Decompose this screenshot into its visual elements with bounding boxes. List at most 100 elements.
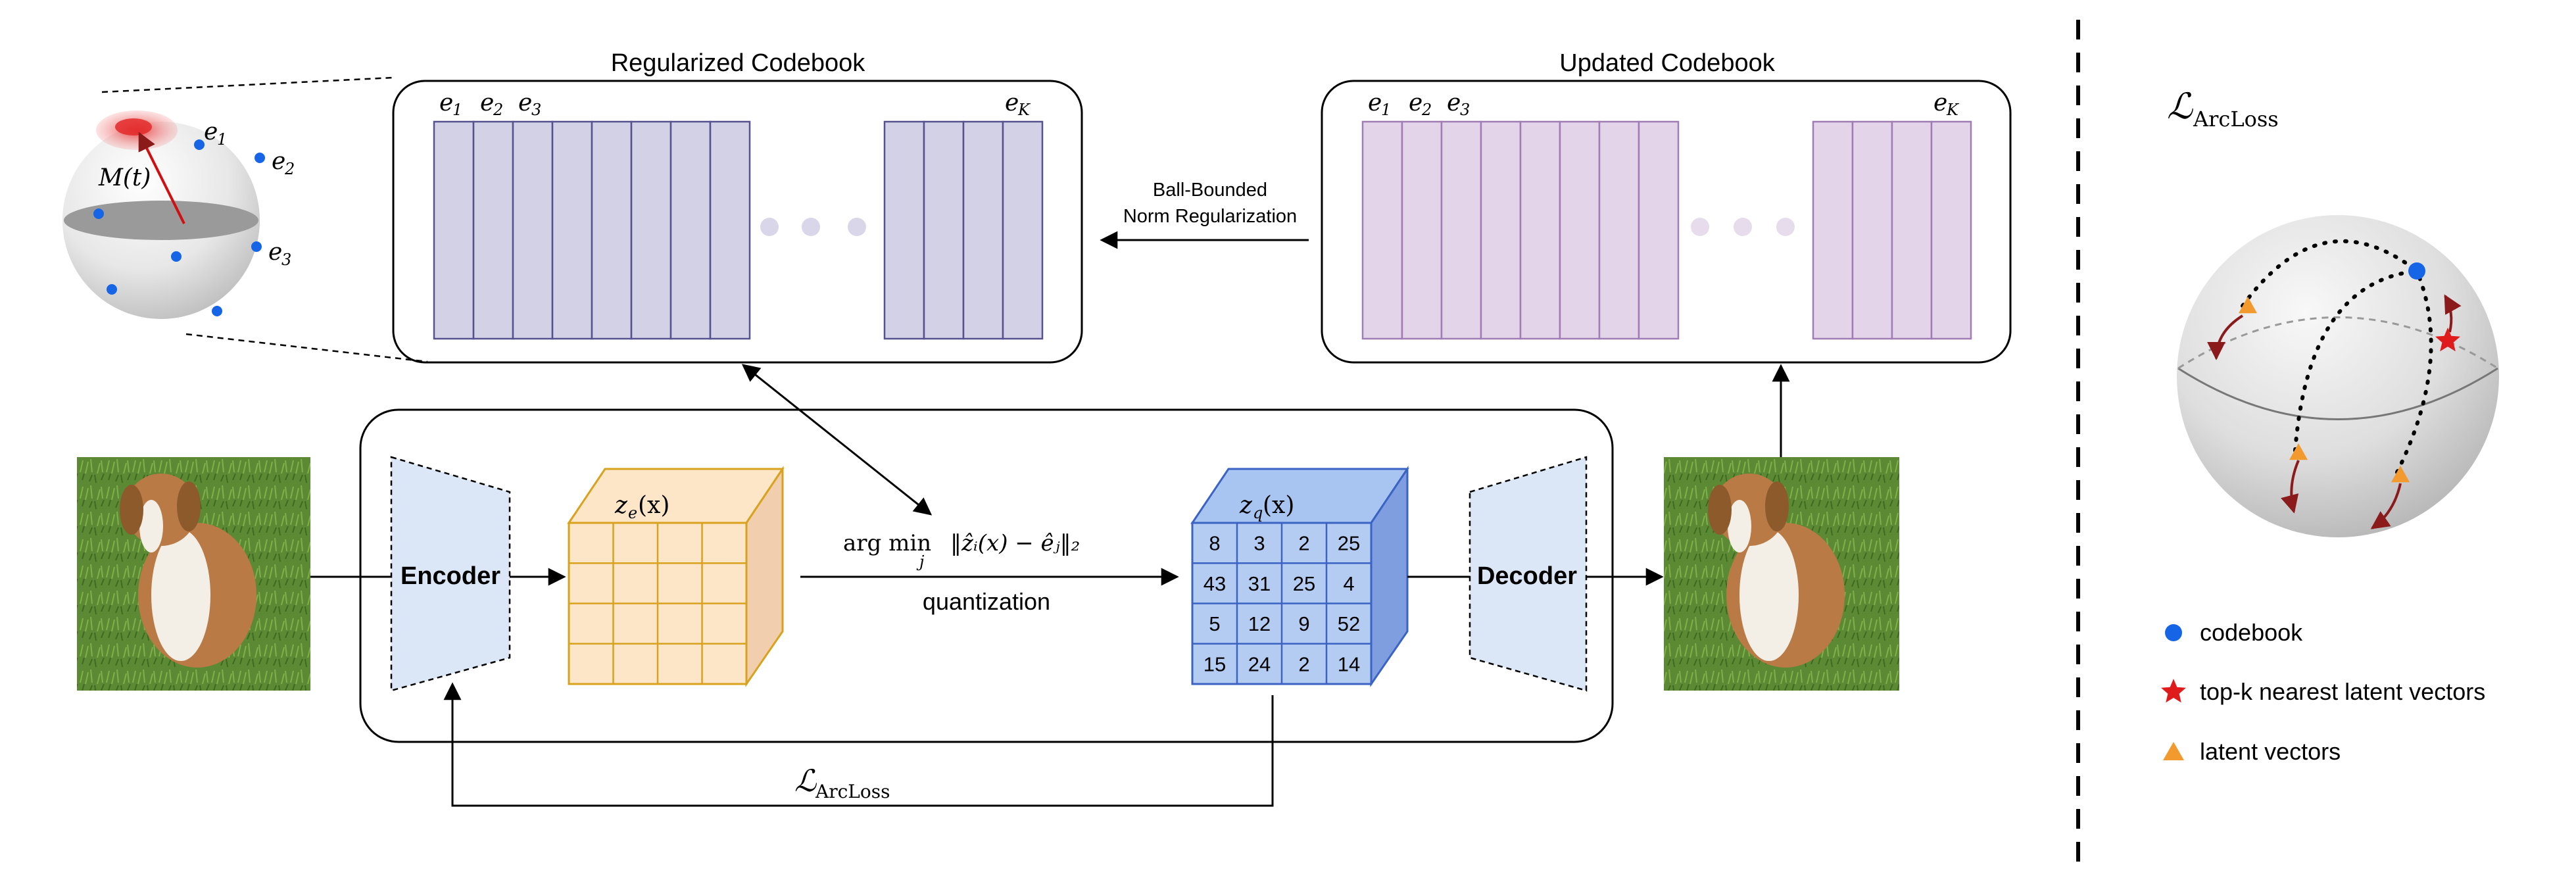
zq-cell-value: 25 (1293, 572, 1315, 595)
e1-label: e (204, 118, 218, 145)
legend-triangle-marker (2163, 742, 2184, 760)
ze-label-arg: (x) (638, 492, 669, 519)
sphere-point (171, 251, 182, 262)
sphere-point (212, 306, 222, 316)
cb-left-ek-sub: K (1017, 101, 1031, 119)
latent-vector-marker (2239, 297, 2257, 314)
codebook-entry (1891, 120, 1933, 340)
cb-right-e3-sub: 3 (1460, 101, 1470, 119)
sphere-point (93, 208, 104, 219)
zq-cell-value: 2 (1298, 532, 1309, 555)
sphere-front-equator (2177, 367, 2498, 420)
updated-codebook-title: Updated Codebook (1559, 49, 1775, 77)
codebook-entry (1002, 120, 1044, 340)
cb-right-e3: e (1447, 89, 1461, 116)
ze-top-face (567, 468, 785, 524)
cb-left-e1: e (439, 89, 453, 116)
geodesic-path (2293, 269, 2419, 452)
ellipsis-dot (848, 218, 866, 236)
decoder-label: Decoder (1477, 562, 1577, 590)
codebook-entry (1559, 120, 1601, 340)
e2-sub: 2 (284, 160, 295, 178)
dog-muzzle (1728, 500, 1751, 552)
zq-cell-value: 9 (1298, 612, 1309, 635)
ze-cube: z e (x) (567, 466, 785, 687)
codebook-entry (630, 120, 672, 340)
codebook-entry (1361, 120, 1403, 340)
zq-top-face (1190, 468, 1409, 524)
cb-left-ek: e (1005, 89, 1019, 116)
updated-codebook: Updated Codebook e 1 e 2 e 3 e K (1321, 49, 2012, 364)
geodesic-path (2241, 239, 2419, 308)
sphere-point (255, 153, 265, 163)
latent-vector-marker (2289, 443, 2308, 460)
latent-vector-marker (2391, 466, 2410, 483)
sphere-markers (2239, 262, 2460, 483)
nearest-latent-marker (2435, 328, 2460, 352)
cb-right-e2-sub: 2 (1421, 101, 1432, 119)
encoder-shape (390, 456, 511, 692)
e2-label: e (272, 148, 285, 175)
geodesic-path (2395, 269, 2433, 474)
arcloss-bottom-main: ℒ (794, 763, 817, 798)
legend-label: top-k nearest latent vectors (2200, 678, 2485, 705)
cb-left-e1-sub: 1 (452, 101, 462, 119)
codebook-entry (1851, 120, 1893, 340)
ellipsis-dot (1691, 218, 1709, 236)
ellipsis-dot (760, 218, 779, 236)
sphere-inset: M(t) e 1 e 2 e 3 (62, 76, 428, 363)
cb-left-e2-sub: 2 (493, 101, 503, 119)
quantization: arg min j ‖ẑᵢ(x) − êⱼ‖₂ quantization (843, 530, 1080, 615)
codebook-entry (1598, 120, 1640, 340)
legend-label: codebook (2200, 619, 2303, 646)
zq-cell-value: 2 (1298, 652, 1309, 675)
decoder-block: Decoder (1469, 456, 1588, 692)
dog-ear (1708, 485, 1732, 535)
codebook-columns (1361, 120, 1972, 340)
zq-cell-value: 4 (1343, 572, 1354, 595)
ellipsis-dot (802, 218, 820, 236)
e3-sub: 3 (281, 251, 291, 269)
zq-cell-value: 24 (1248, 652, 1271, 675)
legend-codebook-marker (2165, 624, 2182, 641)
legend: codebook top-k nearest latent vectors late… (2161, 619, 2485, 765)
zq-cell-value: 31 (1248, 572, 1271, 595)
sphere-point (107, 284, 117, 295)
zq-cell-value: 5 (1209, 612, 1220, 635)
codebook-entry (709, 120, 751, 340)
ze-label: z (614, 492, 628, 519)
arcloss-feedback-arrow (443, 682, 1274, 807)
cb-right-e1-sub: 1 (1381, 101, 1391, 119)
zq-cell-value: 25 (1338, 532, 1360, 555)
codebook-entry (1638, 120, 1680, 340)
codebook-lookup-arrow (741, 364, 933, 516)
ellipsis-dot (1734, 218, 1752, 236)
zq-cell-value: 14 (1338, 652, 1360, 675)
dog-chest (151, 529, 210, 661)
codebook-entry (1519, 120, 1561, 340)
arcloss-bottom-sub: ArcLoss (815, 781, 890, 802)
ze-grid (569, 523, 746, 684)
regularization-line1: Ball-Bounded (1153, 180, 1267, 201)
e1-sub: 1 (217, 130, 227, 149)
output-image (1664, 457, 1899, 691)
cb-left-e3: e (518, 89, 532, 116)
codebook-entry (669, 120, 712, 340)
cb-right-ek: e (1933, 89, 1947, 116)
legend-label: latent vectors (2200, 738, 2341, 765)
codebook-entry (883, 120, 925, 340)
codebook-entry (1480, 120, 1522, 340)
encoder-block: Encoder (390, 456, 511, 692)
arcloss-panel-main: ℒ (2167, 86, 2193, 127)
ellipsis-dot (1776, 218, 1795, 236)
regularized-codebook-frame (392, 80, 1083, 364)
cb-left-e3-sub: 3 (531, 101, 541, 119)
codebook-entry (472, 120, 514, 340)
arcloss-loop: ℒ ArcLoss (443, 682, 1274, 807)
zq-label-arg: (x) (1263, 492, 1294, 519)
regularization-line2: Norm Regularization (1123, 206, 1297, 227)
codebook-entry (1440, 120, 1482, 340)
codebook-entry (433, 120, 475, 340)
cb-left-e2: e (480, 89, 494, 116)
